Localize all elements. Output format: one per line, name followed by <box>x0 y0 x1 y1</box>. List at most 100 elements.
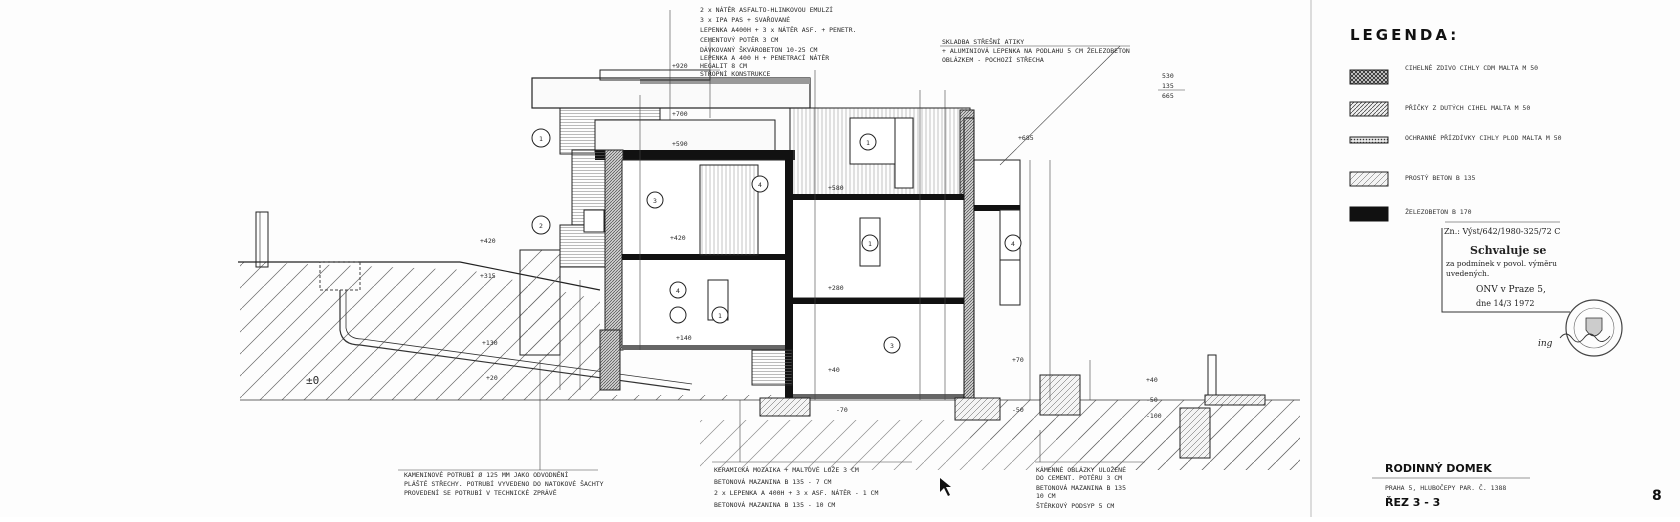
level-mark: +685 <box>1018 134 1034 142</box>
level-mark: -50 <box>1146 396 1158 404</box>
stamp-line3: uvedených. <box>1446 269 1489 278</box>
note-roof-line: HEGALIT 8 CM <box>700 62 747 70</box>
foundation-3 <box>1039 374 1081 416</box>
slab-2 <box>787 194 972 200</box>
slab-1 <box>622 254 787 260</box>
inspection-pit <box>319 261 361 291</box>
axis-bubble-1 <box>531 128 551 148</box>
note-roof-line: 3 x IPA PAS + SVAŘOVANÉ <box>700 15 790 24</box>
room-marker <box>1004 234 1022 252</box>
note-roof-side-line: + ALUMINIOVÁ LEPENKA NA PODLAHU 5 CM ŽEL… <box>942 46 1130 55</box>
fence-post <box>255 211 269 268</box>
stair <box>751 349 793 386</box>
room-marker <box>711 306 729 324</box>
note-roof-line: LEPENKA A 400 H + PENETRACÍ NÁTĚR <box>700 53 829 62</box>
terrain-hatch-low <box>700 420 1300 470</box>
approval-stamp-frame <box>1441 228 1570 313</box>
axis-bubble-2 <box>531 215 551 235</box>
room-marker <box>883 336 901 354</box>
margin-calc: 135 <box>1162 82 1174 90</box>
room-number: 4 <box>1011 240 1015 248</box>
note-floor-mid-line: BETONOVÁ MAZANINA B 135 - 7 CM <box>714 477 831 486</box>
foundation-1 <box>759 397 811 417</box>
level-mark: -100 <box>1146 412 1162 420</box>
note-floor-mid-line: 2 x LEPENKA A 400H + 3 x ASF. NÁTĚR - 1 … <box>714 488 878 497</box>
margin-calc: 665 <box>1162 92 1174 100</box>
note-floor-right-line: BETONOVÁ MAZANINA B 135 <box>1036 483 1126 492</box>
room-marker <box>669 306 687 324</box>
level-mark: +40 <box>828 366 840 374</box>
level-mark: +580 <box>828 184 844 192</box>
note-roof-side-line: SKLADBA STŘEŠNÍ ATIKY <box>942 37 1024 46</box>
level-mark: ±0 <box>306 374 319 387</box>
axis-label: 1 <box>539 135 543 143</box>
official-seal-icon <box>1565 299 1623 357</box>
title-block-section: ŘEZ 3 - 3 <box>1385 496 1440 509</box>
cursor-icon <box>940 478 951 496</box>
note-roof-line: CEMENTOVÝ POTĚR 3 CM <box>700 35 778 44</box>
slab-4 <box>622 345 787 350</box>
foundation-2 <box>954 397 1001 421</box>
note-floor-mid: KERAMICKÁ MOZAIKA + MALTOVÉ LOŽE 3 CM BE… <box>714 465 878 509</box>
note-roof-line: DÁVKOVANÝ ŠKVÁROBETON 10-25 CM <box>700 45 817 54</box>
room-number: 4 <box>676 287 680 295</box>
level-mark: +70 <box>1012 356 1024 364</box>
legend-label-cladding: OCHRANNÉ PŘÍZDÍVKY CIHLY PLOD MALTA M 50 <box>1405 133 1562 142</box>
note-floor-mid-line: KERAMICKÁ MOZAIKA + MALTOVÉ LOŽE 3 CM <box>714 465 859 474</box>
stamp-line2: za podmínek v povol. výměru <box>1446 259 1557 268</box>
note-drain: KAMENINOVÉ POTRUBÍ Ø 125 MM JAKO ODVODNĚ… <box>404 470 604 497</box>
level-mark: -70 <box>836 406 848 414</box>
margin-calc: 530 <box>1162 72 1174 80</box>
sheet-number: 8 <box>1652 488 1662 504</box>
left-window <box>583 209 605 233</box>
room-marker <box>669 281 687 299</box>
legend-label-rc: ŽELEZOBETON B 170 <box>1405 207 1472 216</box>
level-mark: +700 <box>672 110 688 118</box>
legend-swatch-rc <box>1349 206 1389 222</box>
drain-pipe <box>339 290 691 391</box>
signature-mark <box>1559 333 1611 343</box>
legend-label-concrete: PROSTÝ BETON B 135 <box>1405 173 1476 182</box>
legend-swatch-cladding <box>1349 136 1389 144</box>
note-floor-right-line: DO CEMENT. POTĚRU 3 CM <box>1036 473 1122 482</box>
note-roof-line: 2 x NÁTĚR ASFALTO-HLINKOVOU EMULZÍ <box>700 5 833 14</box>
legend-title: LEGENDA: <box>1350 26 1459 44</box>
room-marker <box>751 175 769 193</box>
axis-label: 2 <box>539 222 543 230</box>
retaining-wall <box>519 249 561 356</box>
note-roof-side-line: OBLÁZKEM - POCHOZÍ STŘECHA <box>942 55 1044 64</box>
note-roof: 2 x NÁTĚR ASFALTO-HLINKOVOU EMULZÍ 3 x I… <box>700 5 857 78</box>
title-block-title: RODINNÝ DOMEK <box>1385 462 1492 475</box>
room-marker <box>646 191 664 209</box>
dimension-strings <box>559 10 1091 400</box>
legend-label-hollow: PŘÍČKY Z DUTÝCH CIHEL MALTA M 50 <box>1405 103 1530 112</box>
legend-swatch-brick <box>1349 69 1389 85</box>
note-drain-line: PROVEDENÍ SE POTRUBÍ V TECHNICKÉ ZPRÁVĚ <box>404 488 557 497</box>
note-drain-line: PLÁŠTĚ STŘECHY. POTRUBÍ VYVEDENO DO NATO… <box>404 479 604 488</box>
note-roof-line: STROPNÍ KONSTRUKCE <box>700 69 771 78</box>
level-mark: +40 <box>1146 376 1158 384</box>
upper-box <box>594 119 776 153</box>
leader-lines <box>398 40 1145 471</box>
room-markers <box>646 133 1022 354</box>
stamp-line4: ONV v Praze 5, <box>1476 285 1546 295</box>
level-mark: +590 <box>672 140 688 148</box>
room-marker <box>861 234 879 252</box>
foundation-4 <box>1179 407 1211 459</box>
stamp-line5: dne 14/3 1972 <box>1476 299 1534 308</box>
room-number: 3 <box>890 342 894 350</box>
room-marker <box>859 133 877 151</box>
level-mark: +140 <box>676 334 692 342</box>
room-number: 3 <box>653 197 657 205</box>
title-block-location: PRAHA 5, HLUBOČEPY PAR. Č. 1388 <box>1385 483 1506 492</box>
level-mark: +920 <box>672 62 688 70</box>
stamp-ref: Zn.: Výst/642/1980-325/72 C <box>1444 227 1560 236</box>
stamp-signature: ing <box>1538 339 1553 349</box>
level-mark: +420 <box>480 237 496 245</box>
room-number: 4 <box>758 181 762 189</box>
slab-5 <box>787 394 972 399</box>
note-roof-line: LEPENKA A400H + 3 x NÁTĚR ASF. + PENETR. <box>700 25 857 34</box>
slab-3 <box>787 298 972 304</box>
